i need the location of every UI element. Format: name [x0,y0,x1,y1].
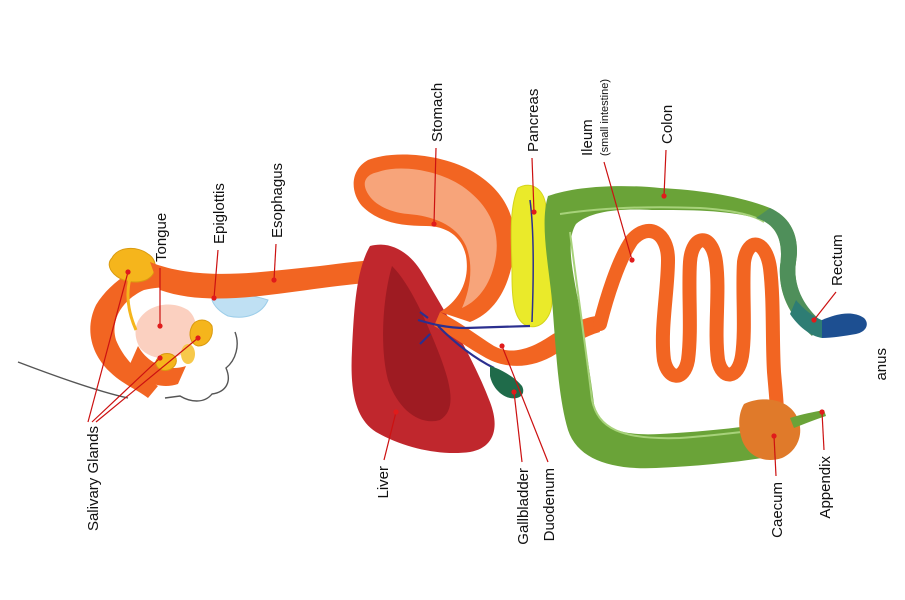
stomach-inner [364,168,497,308]
pancreas-leader [531,157,535,213]
duodenum-dot [499,343,505,349]
gallbladder-shape [490,366,524,399]
label-salivary-glands: Salivary Glands [85,426,102,531]
label-rectum: Rectum [829,234,846,286]
rectum-dot [811,317,817,323]
caecum-leader [773,435,777,477]
ileum-dot [629,257,635,263]
colon-leader [663,149,667,197]
label-esophagus: Esophagus [269,163,286,238]
tongue-dot [157,323,163,329]
tongue-shape [135,304,197,359]
liver-shading [383,266,451,422]
pharynx [90,262,210,398]
duodenum-leader [501,345,549,463]
label-caecum: Caecum [769,482,786,538]
label-duodenum: Duodenum [541,468,558,541]
rectum-leader [813,291,837,321]
appendix-shape [790,410,826,428]
label-appendix: Appendix [817,456,834,519]
rectum-tube [756,208,822,336]
pancreas-dot [531,209,537,215]
label-ileum-note: (small intestine) [599,79,611,156]
esophagus-dot [271,277,277,283]
label-anus: anus [873,348,890,381]
label-stomach: Stomach [429,83,446,142]
epiglottis-dot [211,295,217,301]
ileum-leader [603,161,633,261]
salivary-dot-3 [195,335,201,341]
label-ileum: Ileum [579,119,596,156]
anus-shape [822,313,867,338]
salivary-dot-1 [125,269,131,275]
stomach-dot [431,221,437,227]
parotid-duct [126,277,138,331]
label-epiglottis: Epiglottis [211,183,228,244]
label-colon: Colon [659,105,676,144]
epiglottis-leader [213,249,219,299]
liver-leader [383,411,397,461]
gallbladder-leader [513,391,523,463]
bile-duct [417,311,531,369]
esophagus-leader [273,243,277,281]
rectum-lower [790,300,828,338]
ileum-loops [593,224,784,427]
caecum-dot [771,433,777,439]
colon-highlight [559,206,765,440]
caecum-shape [739,399,801,460]
salivary-dot-2 [157,355,163,361]
label-tongue: Tongue [153,213,170,262]
appendix-leader [821,411,825,451]
colon-tube [544,186,820,469]
gallbladder-dot [511,389,517,395]
liver-dot [393,409,399,415]
head-outline [17,331,238,402]
label-liver: Liver [375,466,392,499]
label-gallbladder: Gallbladder [515,468,532,545]
pancreatic-duct [529,199,535,323]
salivary-leader [87,271,199,423]
colon-dot [661,193,667,199]
stomach-leader [433,147,437,225]
label-pancreas: Pancreas [525,89,542,152]
parotid-gland [108,248,156,283]
appendix-dot [819,409,825,415]
